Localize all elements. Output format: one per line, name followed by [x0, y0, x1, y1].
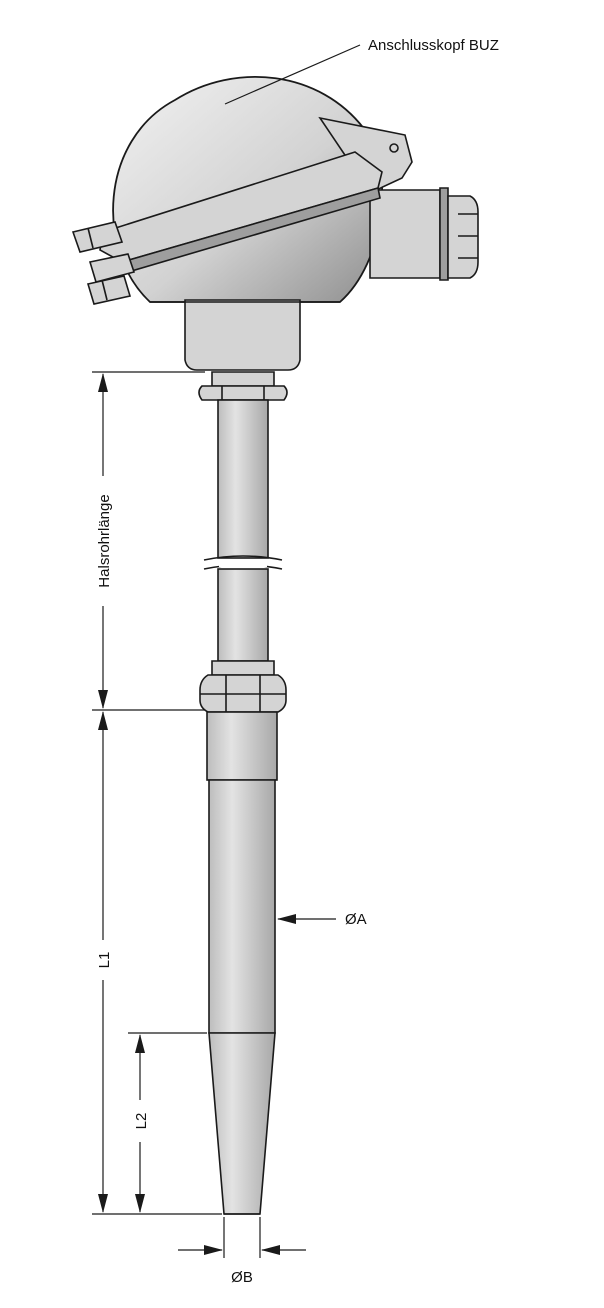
- head-label: Anschlusskopf BUZ: [368, 37, 499, 54]
- head-callout: Anschlusskopf BUZ: [224, 37, 499, 105]
- dimensions: Halsrohrlänge L1 L2 ØA: [92, 37, 499, 1286]
- cable-gland: [369, 189, 441, 279]
- neck-length-label: Halsrohrlänge: [96, 494, 113, 587]
- head-neck: [184, 299, 301, 371]
- diameter-a-callout: ØA: [277, 911, 367, 928]
- l1-label: L1: [96, 952, 113, 969]
- diameter-b-label: ØB: [231, 1269, 253, 1286]
- tapered-tip: [208, 1032, 276, 1215]
- connection-head: [71, 76, 479, 371]
- protection-tube: [206, 711, 278, 1215]
- l1-dimension: L1: [96, 711, 113, 1213]
- l2-label: L2: [133, 1113, 150, 1130]
- diameter-a-label: ØA: [345, 911, 367, 928]
- neck-length-dimension: Halsrohrlänge: [96, 373, 113, 709]
- lid-screws: [71, 221, 136, 305]
- l2-dimension: L2: [133, 1034, 150, 1213]
- diameter-b-dimension: ØB: [178, 1217, 306, 1286]
- neck-tube: [198, 371, 288, 713]
- gland-nut: [447, 195, 479, 279]
